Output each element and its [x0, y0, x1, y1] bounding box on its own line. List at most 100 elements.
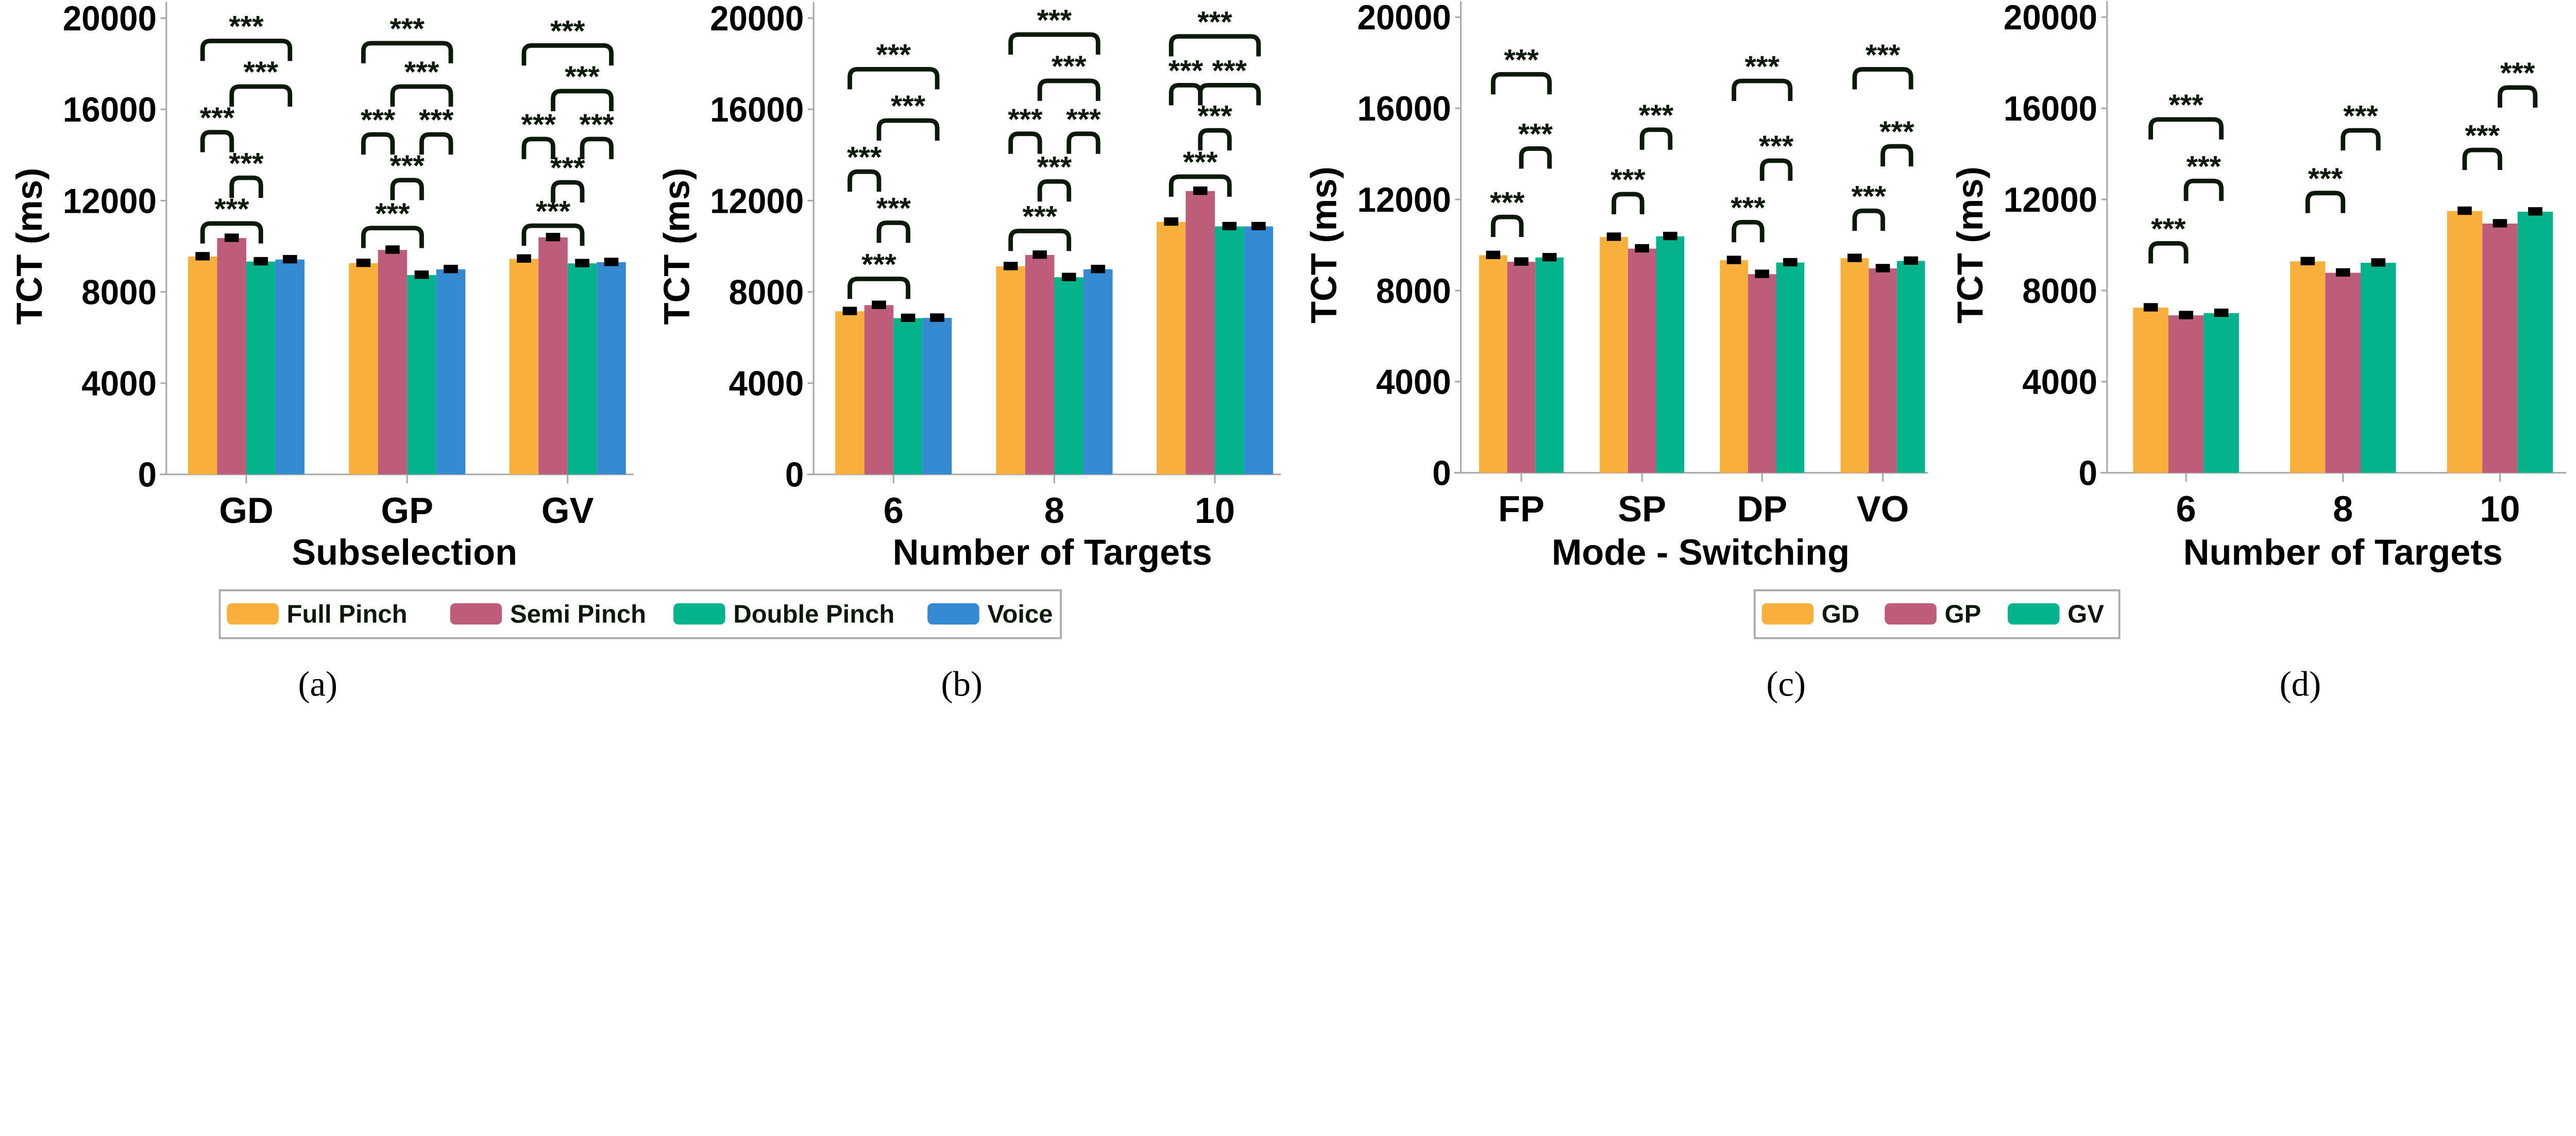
x-axis-title: Subselection — [292, 532, 517, 572]
error-bar — [604, 258, 619, 266]
significance-bracket — [2462, 147, 2502, 171]
significance-label: *** — [1183, 146, 1218, 179]
significance-label: *** — [550, 15, 585, 48]
significance-label: *** — [389, 149, 425, 182]
y-tick-label: 8000 — [81, 273, 157, 312]
significance-bracket — [200, 39, 293, 61]
error-bar — [2300, 257, 2315, 265]
significance-bracket — [1037, 78, 1100, 101]
significance-label: *** — [1611, 163, 1646, 196]
bar-gp-6 — [2168, 315, 2204, 473]
bar-gv-fp — [1535, 257, 1564, 473]
error-bar — [1061, 273, 1076, 281]
significance-bracket — [1490, 72, 1552, 95]
significance-bracket — [1198, 82, 1261, 106]
bar-semi-pinch-10 — [1185, 191, 1215, 474]
significance-bracket — [361, 226, 424, 248]
significance-label: *** — [550, 151, 585, 184]
x-tick-label: GP — [381, 490, 433, 531]
legend-label: Double Pinch — [733, 601, 894, 629]
bar-semi-pinch-6 — [864, 305, 894, 474]
bar-double-pinch-10 — [1215, 226, 1244, 474]
legend-swatch — [227, 603, 279, 625]
y-axis-title: TCT (ms) — [1950, 166, 1990, 324]
significance-bracket — [521, 43, 614, 66]
significance-bracket — [229, 175, 263, 198]
significance-label: *** — [876, 192, 911, 225]
bar-gp-dp — [1748, 274, 1776, 473]
significance-label: *** — [389, 12, 425, 45]
error-bar — [1164, 217, 1179, 226]
bar-gd-sp — [1600, 237, 1628, 473]
significance-bracket — [876, 118, 940, 141]
significance-label: *** — [1731, 191, 1766, 224]
significance-bracket — [1008, 228, 1072, 251]
error-bar — [2493, 219, 2507, 228]
bar-semi-pinch-8 — [1025, 255, 1055, 474]
bar-full-pinch-gp — [349, 263, 378, 474]
x-tick-label: 6 — [2176, 488, 2196, 529]
significance-label: *** — [2465, 119, 2500, 152]
significance-bracket — [1008, 32, 1100, 55]
significance-bracket — [1639, 127, 1673, 150]
significance-bracket — [521, 137, 555, 159]
bar-gv-sp — [1656, 236, 1685, 473]
significance-label: *** — [361, 104, 396, 137]
error-bar — [253, 257, 268, 266]
y-tick-label: 16000 — [2004, 90, 2097, 128]
significance-label: *** — [214, 193, 249, 226]
significance-label: *** — [2343, 99, 2378, 132]
significance-bracket — [876, 221, 910, 243]
significance-bracket — [1732, 78, 1793, 101]
significance-bracket — [580, 137, 614, 159]
significance-label: *** — [2500, 57, 2535, 90]
error-bar — [1635, 244, 1649, 253]
significance-bracket — [1168, 34, 1261, 57]
y-tick-label: 20000 — [63, 0, 157, 38]
error-bar — [1251, 222, 1266, 231]
bar-gp-10 — [2482, 223, 2518, 473]
y-tick-label: 16000 — [63, 91, 157, 129]
error-bar — [1904, 256, 1918, 265]
error-bar — [1193, 186, 1208, 195]
significance-label: *** — [1639, 99, 1674, 132]
significance-bracket — [1852, 208, 1885, 231]
y-tick-label: 8000 — [2022, 272, 2097, 311]
legend-label: Full Pinch — [287, 601, 408, 629]
significance-bracket — [2183, 178, 2224, 201]
y-tick-label: 0 — [2079, 454, 2097, 493]
error-bar — [444, 264, 458, 274]
error-bar — [930, 313, 944, 322]
y-tick-label: 16000 — [1357, 90, 1451, 128]
bar-gd-dp — [1720, 260, 1748, 473]
x-tick-label: 8 — [2333, 488, 2353, 529]
error-bar — [1663, 231, 1677, 241]
significance-label: *** — [1052, 50, 1087, 83]
significance-bracket — [2497, 85, 2538, 108]
error-bar — [842, 307, 857, 315]
significance-label: *** — [1518, 118, 1553, 151]
y-axis-title: TCT (ms) — [656, 168, 697, 325]
bar-gp-8 — [2325, 273, 2361, 473]
legend-swatch — [673, 603, 725, 625]
significance-label: *** — [1037, 4, 1072, 37]
y-tick-label: 16000 — [710, 91, 804, 129]
x-axis-title: Number of Targets — [893, 532, 1212, 572]
error-bar — [546, 232, 561, 242]
bar-voice-gv — [597, 262, 626, 474]
y-tick-label: 20000 — [2004, 0, 2097, 37]
significance-bracket — [1732, 219, 1765, 243]
significance-bracket — [1612, 192, 1645, 214]
significance-bracket — [551, 89, 614, 111]
significance-label: *** — [1866, 39, 1901, 72]
significance-label: *** — [404, 56, 439, 89]
bar-semi-pinch-gp — [378, 250, 408, 474]
significance-bracket — [1490, 214, 1524, 238]
panel-label: (b) — [941, 664, 983, 703]
significance-label: *** — [847, 141, 882, 174]
bar-gd-fp — [1479, 255, 1507, 473]
significance-label: *** — [876, 39, 911, 72]
